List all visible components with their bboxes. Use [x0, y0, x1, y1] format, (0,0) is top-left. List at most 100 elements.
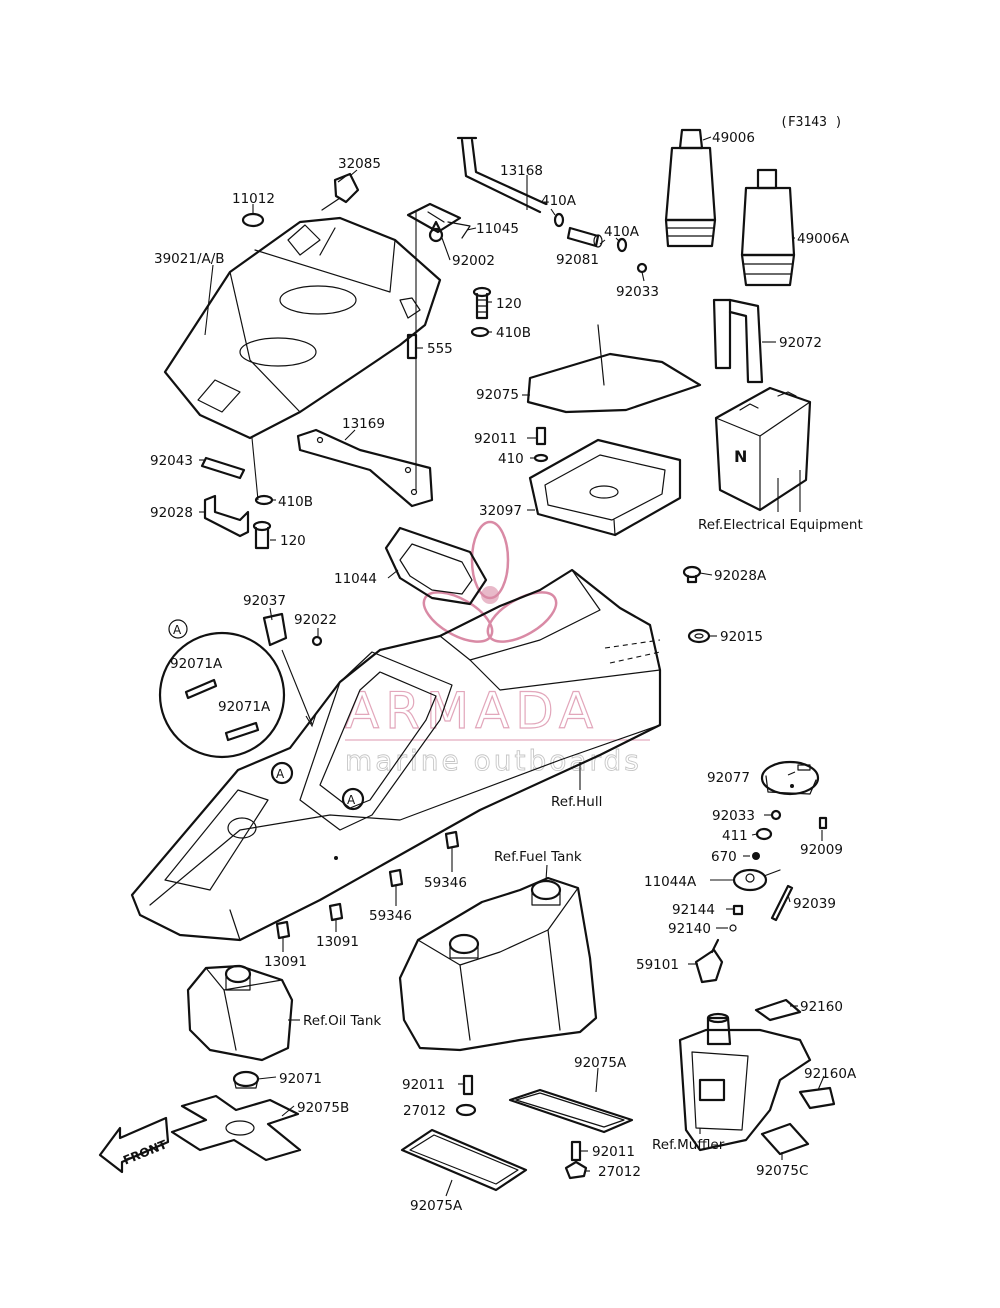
- part-label: 92033: [712, 808, 755, 824]
- nut-27012-part: [455, 1103, 477, 1117]
- part-label: 411: [722, 828, 748, 844]
- cap-92077-part: [760, 760, 828, 830]
- part-label: 92072: [779, 335, 822, 351]
- part-label: 92075A: [574, 1055, 627, 1071]
- pad-92160a-part: [798, 1086, 836, 1110]
- bolt-92144-part: [732, 904, 744, 916]
- part-label: 120: [280, 533, 306, 549]
- part-label: 92009: [800, 842, 843, 858]
- part-label: 59346: [424, 875, 467, 891]
- washer-410a-part: [616, 237, 628, 253]
- part-label: 92081: [556, 252, 599, 268]
- part-label: 11045: [476, 221, 519, 237]
- bolt-120-part: [472, 286, 492, 320]
- figure-code: (F3143 ): [780, 115, 843, 130]
- clip-92033-part: [770, 809, 782, 821]
- part-label: 410B: [496, 325, 531, 341]
- plug-92022-part: [311, 635, 323, 647]
- watermark-logo-icon: [422, 520, 558, 643]
- part-label: 120: [496, 296, 522, 312]
- pad-92075b-part: [170, 1094, 302, 1162]
- washer-410a-part: [553, 212, 565, 228]
- part-label: 92011: [402, 1077, 445, 1093]
- front-arrow-icon: FRONT: [98, 1116, 170, 1174]
- clip-92037-part: [262, 612, 288, 647]
- ref-label: Ref.Electrical Equipment: [698, 517, 863, 533]
- part-label: 13169: [342, 416, 385, 432]
- part-label: 92160A: [804, 1066, 857, 1082]
- knob-32085-part: [321, 169, 360, 211]
- nut-27012-part: [564, 1160, 588, 1180]
- part-label: 92043: [150, 453, 193, 469]
- engine-hood-part: [163, 216, 442, 440]
- part-labels: 11012 32085 39021/A/B 13168 410A 11045 4…: [150, 130, 863, 1214]
- pin-92140-part: [729, 924, 737, 932]
- part-label: 92015: [720, 629, 763, 645]
- frame-11044-part: [384, 526, 488, 606]
- part-label: 59101: [636, 957, 679, 973]
- part-label: 92037: [243, 593, 286, 609]
- detail-marker: A: [173, 623, 182, 637]
- part-label: 92144: [672, 902, 715, 918]
- part-label: 13091: [264, 954, 307, 970]
- bracket-13169-part: [296, 428, 434, 508]
- part-label: 92033: [616, 284, 659, 300]
- part-label: 11044A: [644, 874, 697, 890]
- fastener-13091-part: [275, 920, 291, 940]
- part-label: 27012: [598, 1164, 641, 1180]
- part-label: 555: [427, 341, 453, 357]
- fastener-59346-part: [388, 868, 404, 888]
- pad-92160-part: [754, 998, 802, 1022]
- pin-92043-part: [200, 456, 246, 480]
- grommet-11012-part: [241, 204, 265, 228]
- canister-49006-part: [664, 128, 717, 248]
- part-label: 92075C: [756, 1163, 808, 1179]
- washer-410b-part: [254, 494, 274, 506]
- part-label: 670: [711, 849, 737, 865]
- part-label: 92071A: [218, 699, 271, 715]
- part-label: 92028: [150, 505, 193, 521]
- bolt-92011-part: [570, 1140, 582, 1162]
- bolt-120-part: [252, 520, 272, 550]
- part-label: 49006A: [797, 231, 850, 247]
- rod-13168-part: [456, 136, 548, 214]
- watermark-brand: ARMADA: [345, 682, 599, 740]
- svg-text:N: N: [734, 447, 747, 466]
- muffler-part: [678, 1012, 812, 1152]
- part-label: 32085: [338, 156, 381, 172]
- tray-32097-part: [528, 438, 682, 537]
- part-label: 39021/A/B: [154, 251, 225, 267]
- collar-92081-part: [566, 226, 603, 248]
- ref-label: Ref.Oil Tank: [303, 1013, 381, 1029]
- front-label: FRONT: [121, 1137, 170, 1167]
- part-label: 92002: [452, 253, 495, 269]
- part-label: 92071A: [170, 656, 223, 672]
- washer-411-part: [755, 827, 773, 841]
- bolt-92002-part: [428, 220, 444, 243]
- part-label: 92140: [668, 921, 711, 937]
- clip-92033-part: [636, 262, 648, 274]
- pad-92075c-part: [760, 1122, 810, 1156]
- fuel-tank-part: [398, 876, 598, 1052]
- grommet-92015-part: [687, 628, 711, 644]
- ref-label: Ref.Muffler: [652, 1137, 725, 1153]
- bolt-92011-part: [533, 426, 549, 463]
- part-label: 92011: [592, 1144, 635, 1160]
- plug-92028a-part: [682, 565, 702, 584]
- ring-670-part: [752, 852, 760, 860]
- pad-92075-part: [526, 324, 702, 414]
- part-label: 92039: [793, 896, 836, 912]
- bracket-92028-part: [203, 494, 250, 538]
- part-label: 410: [498, 451, 524, 467]
- battery-part: N: [714, 386, 812, 512]
- part-label: 92160: [800, 999, 843, 1015]
- part-label: 11044: [334, 571, 377, 587]
- valve-59101-part: [694, 938, 724, 984]
- part-label: 92075A: [410, 1198, 463, 1214]
- part-label: 13168: [500, 163, 543, 179]
- detail-marker: A: [276, 767, 285, 781]
- fastener-59346-part: [444, 830, 460, 850]
- pad-92075a-part: [508, 1088, 634, 1134]
- bolt-92011-part: [462, 1074, 474, 1096]
